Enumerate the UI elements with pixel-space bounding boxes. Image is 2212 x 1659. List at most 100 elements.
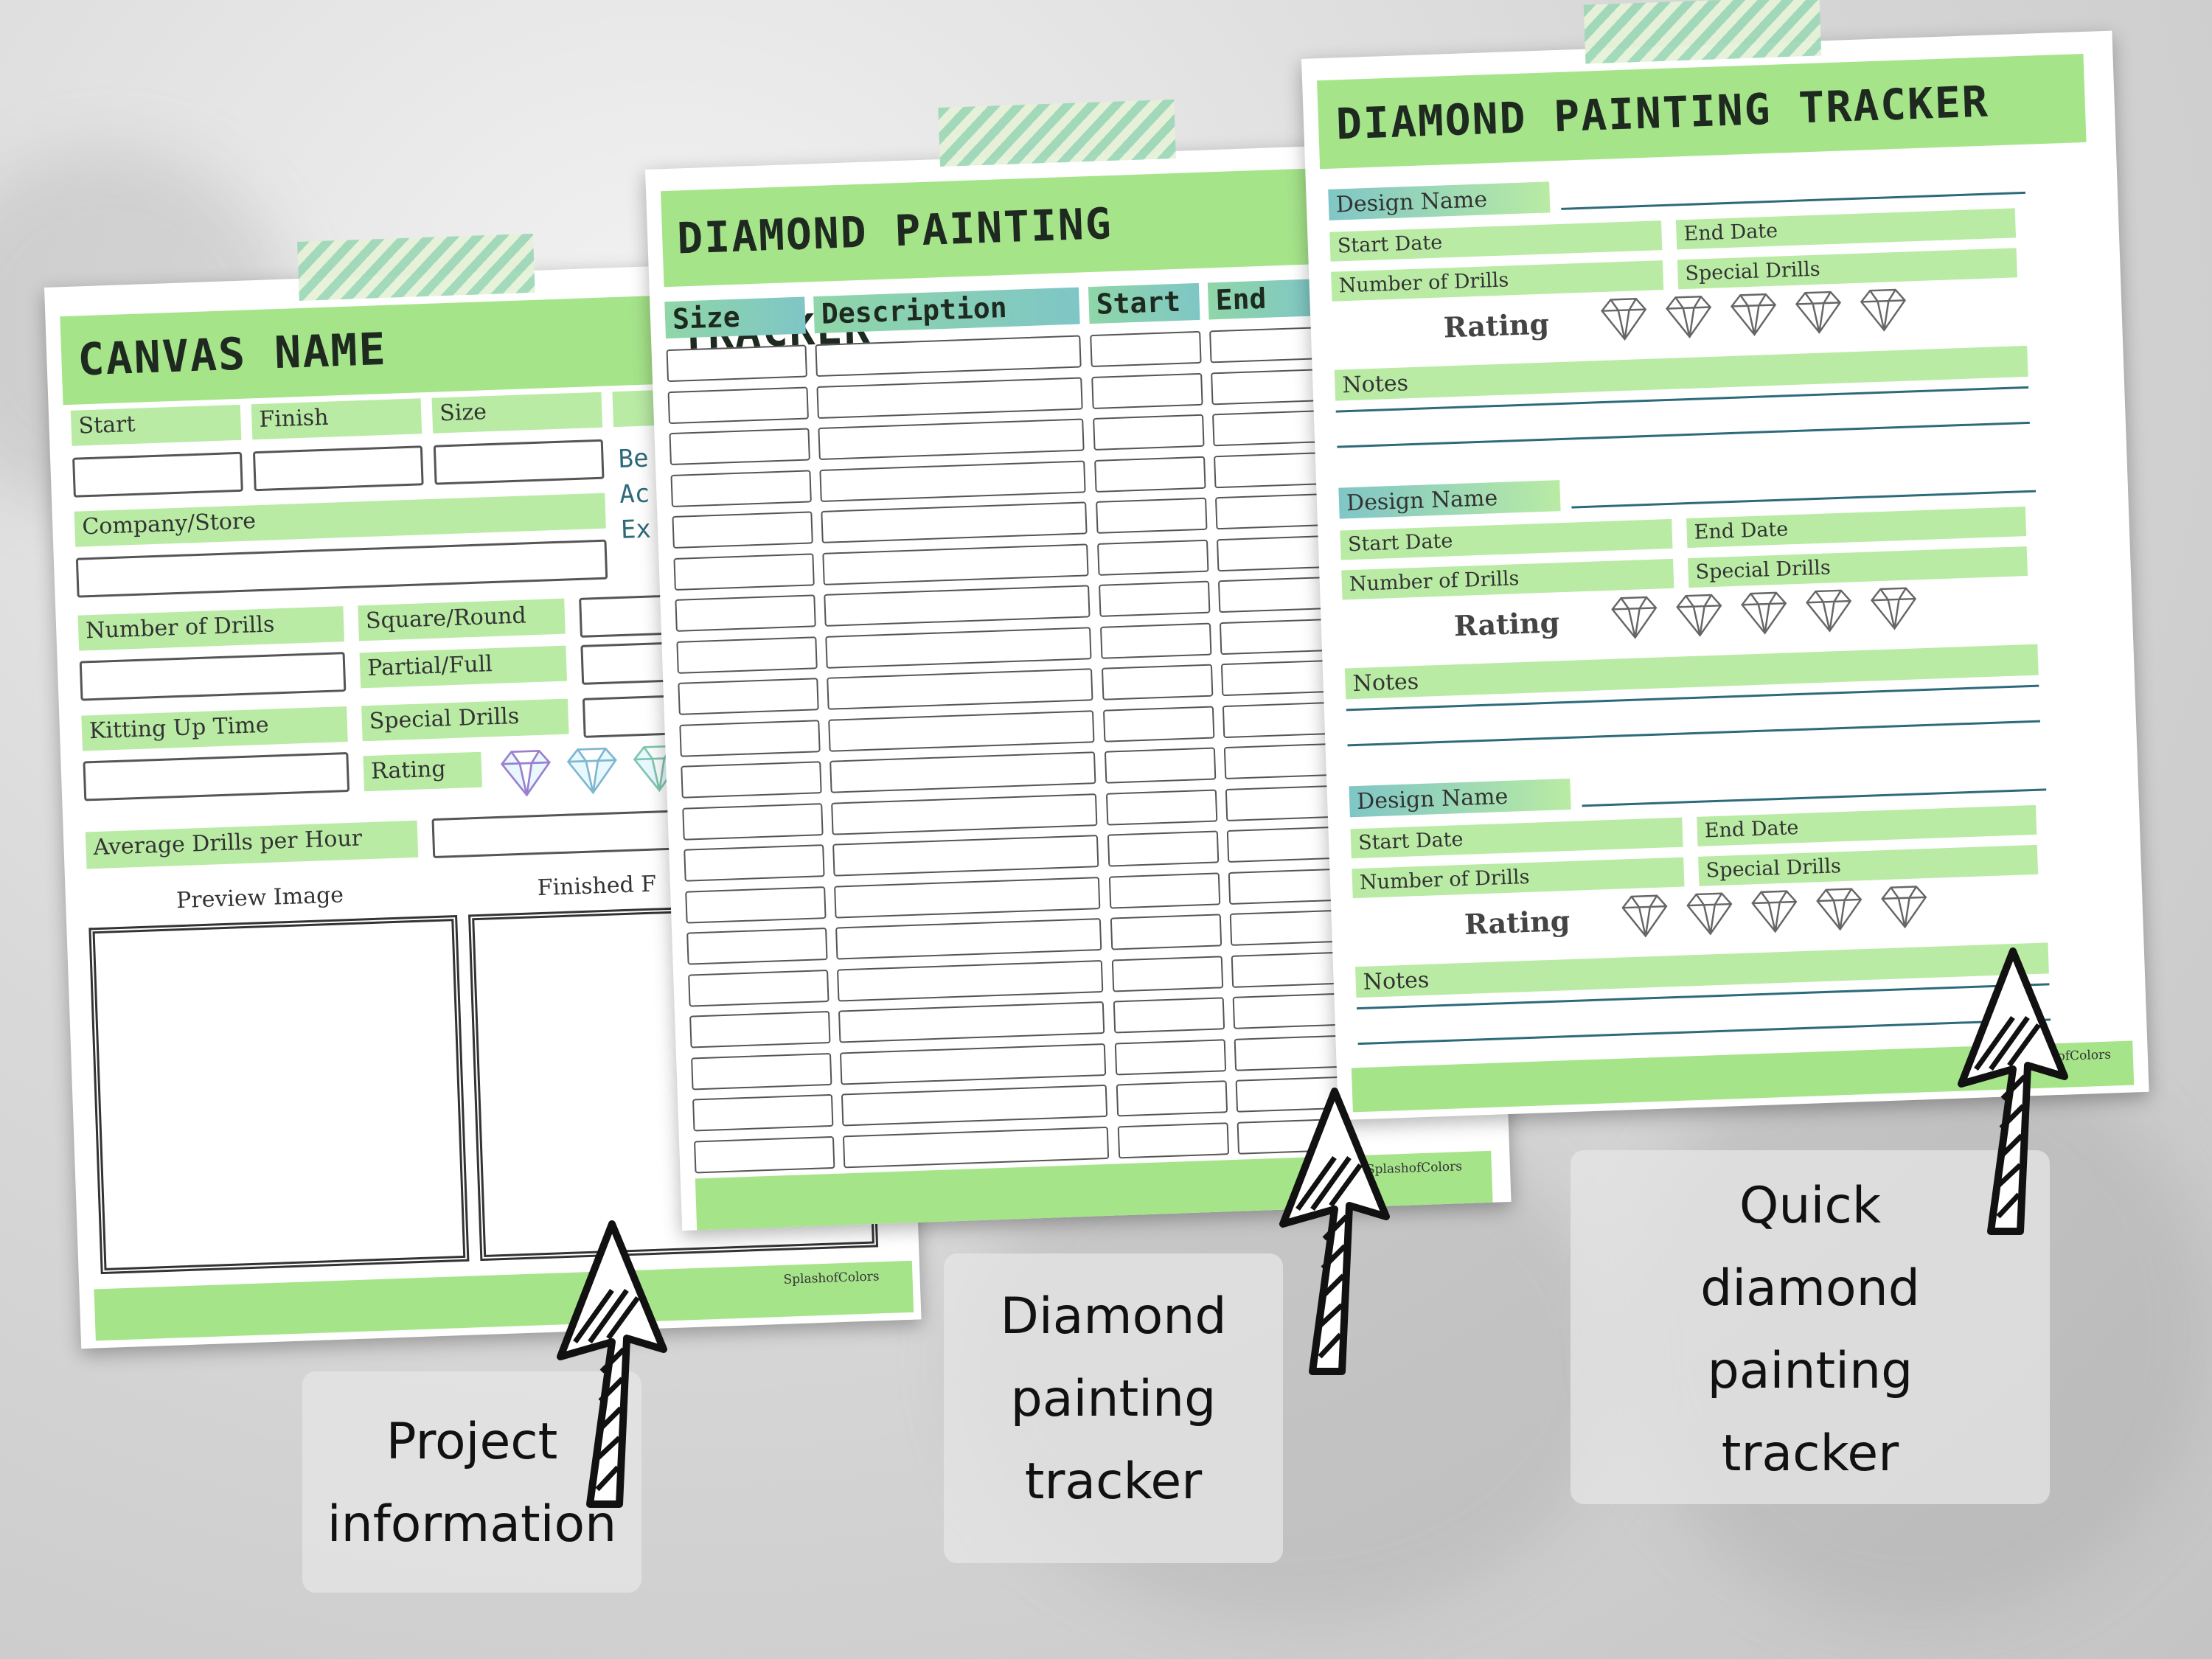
diamond-icon[interactable] xyxy=(1738,588,1791,637)
diamond-icon[interactable] xyxy=(1792,288,1845,337)
tracker-cell[interactable] xyxy=(682,802,824,841)
tracker-cell[interactable] xyxy=(1108,872,1221,909)
tracker-cell[interactable] xyxy=(692,1093,834,1132)
tracker-cell[interactable] xyxy=(684,844,825,882)
tracker-cell[interactable] xyxy=(1102,706,1215,742)
tracker-cell[interactable] xyxy=(1107,830,1220,867)
tracker-cell[interactable] xyxy=(1114,1038,1227,1075)
tracker-cell[interactable] xyxy=(1110,914,1222,950)
tracker-cell[interactable] xyxy=(1096,497,1208,534)
tracker-cell[interactable] xyxy=(666,344,807,383)
tracker-cell[interactable] xyxy=(1231,951,1343,988)
diamond-icon[interactable] xyxy=(1662,293,1715,341)
diamond-icon[interactable] xyxy=(1878,883,1931,931)
tracker-cell[interactable] xyxy=(1222,701,1335,738)
tracker-cell[interactable] xyxy=(1217,576,1330,613)
tracker-cell[interactable] xyxy=(1105,788,1218,826)
diamond-icon[interactable] xyxy=(1597,295,1650,344)
tracker-cell[interactable] xyxy=(1220,659,1333,697)
tracker-cell[interactable] xyxy=(1093,414,1205,451)
diamond-icon[interactable] xyxy=(1813,885,1866,933)
diamond-icon[interactable] xyxy=(1867,584,1920,633)
diamond-icon[interactable] xyxy=(562,744,622,798)
tracker-cell[interactable] xyxy=(1228,868,1340,905)
tracker-cell[interactable] xyxy=(828,709,1095,752)
kitting-field[interactable] xyxy=(83,751,350,801)
tracker-cell[interactable] xyxy=(1234,1034,1346,1071)
tracker-cell[interactable] xyxy=(670,469,812,507)
tracker-cell[interactable] xyxy=(688,969,830,1007)
tracker-cell[interactable] xyxy=(676,636,818,674)
tracker-cell[interactable] xyxy=(835,918,1102,960)
tracker-cell[interactable] xyxy=(1090,330,1202,368)
tracker-cell[interactable] xyxy=(1099,622,1212,659)
tracker-cell[interactable] xyxy=(831,793,1098,835)
tracker-cell[interactable] xyxy=(1232,992,1345,1029)
start-field[interactable] xyxy=(72,451,243,498)
diamond-icon[interactable] xyxy=(1618,891,1672,940)
tracker-cell[interactable] xyxy=(1214,493,1327,530)
tracker-cell[interactable] xyxy=(830,751,1096,793)
tracker-cell[interactable] xyxy=(686,928,828,965)
avg-drills-field[interactable] xyxy=(431,810,677,859)
design-name-line[interactable] xyxy=(1561,191,2025,210)
tracker-cell[interactable] xyxy=(1091,372,1203,409)
finish-field[interactable] xyxy=(252,445,424,492)
tracker-cell[interactable] xyxy=(839,1043,1107,1085)
tracker-cell[interactable] xyxy=(1212,410,1324,447)
diamond-icon[interactable] xyxy=(1683,889,1736,938)
tracker-cell[interactable] xyxy=(841,1084,1108,1127)
tracker-cell[interactable] xyxy=(1113,997,1225,1034)
preview-image-box[interactable] xyxy=(88,914,470,1275)
tracker-cell[interactable] xyxy=(667,386,809,424)
tracker-cell[interactable] xyxy=(685,886,827,924)
tracker-cell[interactable] xyxy=(675,594,816,632)
diamond-icon[interactable] xyxy=(1802,586,1855,635)
tracker-cell[interactable] xyxy=(824,585,1091,627)
tracker-cell[interactable] xyxy=(822,543,1089,585)
tracker-cell[interactable] xyxy=(834,876,1101,919)
tracker-cell[interactable] xyxy=(821,501,1088,543)
diamond-icon[interactable] xyxy=(495,746,556,800)
tracker-cell[interactable] xyxy=(1117,1121,1230,1158)
tracker-cell[interactable] xyxy=(827,668,1093,710)
drills-field[interactable] xyxy=(79,652,347,701)
tracker-cell[interactable] xyxy=(1111,955,1224,992)
tracker-cell[interactable] xyxy=(842,1126,1110,1168)
tracker-cell[interactable] xyxy=(1223,742,1336,780)
tracker-cell[interactable] xyxy=(818,418,1085,461)
tracker-cell[interactable] xyxy=(1209,327,1321,364)
tracker-cell[interactable] xyxy=(681,761,822,799)
extra-field-1[interactable] xyxy=(579,594,669,638)
diamond-icon[interactable] xyxy=(1673,591,1726,639)
tracker-cell[interactable] xyxy=(694,1135,835,1173)
tracker-cell[interactable] xyxy=(1214,451,1326,488)
tracker-cell[interactable] xyxy=(816,377,1083,419)
design-name-line[interactable] xyxy=(1582,788,2047,807)
tracker-cell[interactable] xyxy=(1116,1080,1228,1117)
company-field[interactable] xyxy=(75,539,608,598)
tracker-cell[interactable] xyxy=(1211,368,1323,405)
notes-line[interactable] xyxy=(1337,421,2030,448)
design-name-line[interactable] xyxy=(1571,490,2037,509)
tracker-cell[interactable] xyxy=(1229,909,1342,946)
tracker-cell[interactable] xyxy=(678,678,819,715)
tracker-cell[interactable] xyxy=(1225,785,1338,821)
diamond-icon[interactable] xyxy=(1727,291,1780,339)
tracker-cell[interactable] xyxy=(825,626,1092,669)
tracker-cell[interactable] xyxy=(691,1052,832,1091)
tracker-cell[interactable] xyxy=(1226,826,1339,863)
tracker-cell[interactable] xyxy=(1101,664,1214,700)
extra-field-2[interactable] xyxy=(580,641,671,685)
tracker-cell[interactable] xyxy=(1219,618,1332,655)
tracker-cell[interactable] xyxy=(1104,747,1217,784)
extra-field-3[interactable] xyxy=(582,695,672,738)
size-field[interactable] xyxy=(433,439,605,485)
tracker-cell[interactable] xyxy=(832,835,1099,877)
diamond-icon[interactable] xyxy=(1857,285,1910,334)
tracker-cell[interactable] xyxy=(1097,539,1209,576)
tracker-cell[interactable] xyxy=(1216,535,1329,571)
tracker-cell[interactable] xyxy=(1099,580,1211,617)
tracker-cell[interactable] xyxy=(672,511,813,549)
tracker-cell[interactable] xyxy=(669,428,810,466)
